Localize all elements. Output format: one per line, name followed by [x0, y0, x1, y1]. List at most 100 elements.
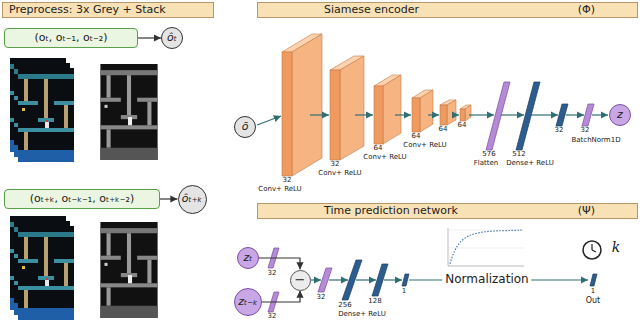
embedding-output: z [609, 104, 631, 126]
flow-arrow [310, 114, 329, 115]
layer-label: Conv+ ReLU [403, 142, 446, 149]
layer-label: Conv+ ReLU [258, 186, 301, 193]
flow-arrow [329, 279, 348, 280]
flow-arrow [566, 114, 584, 115]
layer-label: Dense+ ReLU [338, 311, 386, 318]
vector-size: 32 [268, 313, 277, 320]
grey-frame [100, 222, 157, 318]
flow-arrow [257, 116, 281, 125]
normalization-plot [448, 228, 524, 266]
plot-axis [448, 228, 449, 266]
flow-arrow [428, 114, 439, 115]
conv-block [282, 52, 292, 176]
clock-icon [583, 241, 601, 259]
node-text: Siamese encoder [324, 4, 419, 16]
node-text: zₜ₋ₖ [238, 296, 258, 308]
embedding-input: zₜ [237, 247, 259, 269]
node-text: − [295, 273, 306, 287]
conv-block [465, 105, 471, 121]
node-text: z [617, 109, 623, 121]
flow-arrow [592, 114, 608, 115]
subtract-op: − [290, 270, 311, 291]
clock-hand [592, 250, 596, 252]
conv-block [330, 70, 340, 160]
layer-label: Flatten [474, 160, 499, 167]
filter-count: 64 [458, 122, 467, 129]
section-header: Time prediction network (Ψ) [257, 203, 638, 219]
section-header: Siamese encoder (Φ) [257, 2, 638, 18]
plot-grid [448, 248, 524, 249]
filter-count: 32 [283, 177, 292, 184]
flow-arrow [469, 114, 494, 115]
conv-block [292, 34, 322, 176]
output-label: Out [586, 297, 601, 305]
vector-size: 32 [317, 294, 326, 301]
flow-arrow [452, 114, 459, 115]
step-label: Normalization [442, 273, 531, 285]
stacked-input: ôₜ₊ₖ [178, 185, 207, 214]
vector-size: 1 [402, 288, 406, 295]
flow-arrow [531, 114, 558, 115]
node-text: Time prediction network [324, 205, 458, 217]
plot-curve [450, 230, 522, 264]
conv-block [447, 100, 456, 125]
conv-block [440, 105, 447, 125]
flow-arrows [257, 115, 608, 125]
vector-size: 32 [555, 127, 564, 134]
time-gap-label: k [612, 240, 620, 254]
clock-hand [591, 244, 592, 250]
dense-vector [516, 82, 540, 150]
node-text: (Φ) [578, 4, 595, 16]
conv-block [374, 86, 383, 144]
conv-block [383, 75, 401, 144]
game-frame [18, 68, 74, 162]
vector-size: 512 [512, 151, 525, 158]
conv-block [460, 109, 465, 121]
output-vector [402, 274, 409, 286]
plot-axis [448, 266, 524, 267]
node-text: (Ψ) [578, 205, 595, 217]
layer-label: Conv+ ReLU [363, 154, 406, 161]
flow-arrow [395, 114, 411, 115]
vector-size: 32 [268, 270, 277, 277]
flatten-vector [486, 82, 510, 150]
connector-arrow [160, 198, 178, 199]
node-text: (oₜ, oₜ₋₁, oₜ₋₂) [35, 32, 108, 44]
flow-arrow [384, 279, 402, 280]
node-text: (oₜ₊ₖ, oₜ₋ₖ₋₁, oₜ₊ₖ₋₂) [30, 193, 134, 205]
game-frame [18, 226, 74, 320]
flow-arrow [310, 279, 321, 280]
output-vector [590, 274, 597, 286]
conv-block [420, 90, 433, 132]
flow-arrow [355, 114, 373, 115]
node-text: zₜ [243, 252, 252, 264]
grey-frame [100, 64, 157, 160]
flow-arrow [356, 279, 376, 280]
node-text: ō [242, 121, 249, 133]
layer-label: BatchNorm1D [571, 137, 620, 144]
filter-count: 64 [412, 133, 421, 140]
node-text: ôₜ₊ₖ [182, 193, 202, 205]
clock-face [583, 241, 601, 259]
embedding-input: zₜ₋ₖ [234, 288, 262, 316]
filter-count: 64 [439, 126, 448, 133]
section-header: Preprocess: 3x Grey + Stack [2, 2, 214, 18]
connector-arrow [138, 37, 161, 38]
vector-size: 1 [591, 288, 595, 295]
connector-arrow [259, 258, 300, 270]
input-tuple: (oₜ, oₜ₋₁, oₜ₋₂) [4, 28, 138, 48]
layer-label: Dense+ ReLU [506, 160, 554, 167]
flow-arrow [501, 114, 524, 115]
conv-block [412, 98, 420, 132]
node-text: ôₜ [167, 32, 177, 44]
conv-block [340, 56, 364, 160]
input-tuple: (oₜ₊ₖ, oₜ₋ₖ₋₁, oₜ₊ₖ₋₂) [4, 189, 160, 209]
filter-count: 32 [331, 161, 340, 168]
conv-blocks [282, 34, 471, 176]
stacked-input: ôₜ [161, 27, 183, 49]
connector-arrow [262, 291, 300, 303]
node-text: Preprocess: 3x Grey + Stack [9, 4, 166, 16]
encoder-input: ō [234, 116, 256, 138]
vector-size: 256 [338, 302, 351, 309]
